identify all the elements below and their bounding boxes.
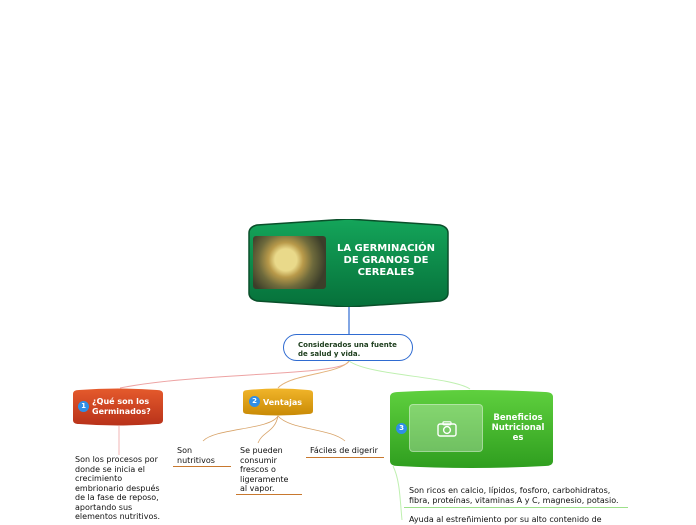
detail-consumir[interactable]: Se pueden consumir frescos o ligeramente… <box>240 446 289 493</box>
topic-number-badge: 2 <box>249 396 260 407</box>
topic-number-badge: 3 <box>396 423 407 434</box>
image-placeholder[interactable] <box>409 404 483 452</box>
topic-beneficios[interactable]: 3 Beneficios Nutricionales <box>390 389 553 469</box>
detail-digerir[interactable]: Fáciles de digerir <box>310 446 378 455</box>
detail-nutritivos[interactable]: Son nutritivos <box>177 446 215 465</box>
topic-number-badge: 1 <box>78 401 89 412</box>
topic-label: Ventajas <box>263 398 302 407</box>
detail-underline <box>173 466 231 467</box>
subtitle-text: Considerados una fuente de salud y vida. <box>298 341 397 358</box>
topic-ventajas[interactable]: 2 Ventajas <box>243 388 313 416</box>
detail-ricos[interactable]: Son ricos en calcio, lípidos, fosforo, c… <box>409 486 619 505</box>
detail-underline <box>404 507 628 508</box>
central-title: LA GERMINACIÓN DE GRANOS DE CEREALES <box>336 243 436 278</box>
sprouted-grains-photo <box>253 236 326 289</box>
detail-que-son[interactable]: Son los procesos por donde se inicia el … <box>75 455 161 521</box>
subtitle-bubble[interactable]: Considerados una fuente de salud y vida. <box>283 334 413 361</box>
topic-label: ¿Qué son los Germinados? <box>92 397 151 416</box>
detail-underline <box>306 457 384 458</box>
detail-underline <box>236 494 302 495</box>
camera-icon <box>437 421 457 437</box>
topic-que-son[interactable]: 1 ¿Qué son los Germinados? <box>73 388 163 426</box>
topic-label: Beneficios Nutricionales <box>491 413 545 443</box>
central-topic[interactable]: LA GERMINACIÓN DE GRANOS DE CEREALES <box>247 219 450 307</box>
